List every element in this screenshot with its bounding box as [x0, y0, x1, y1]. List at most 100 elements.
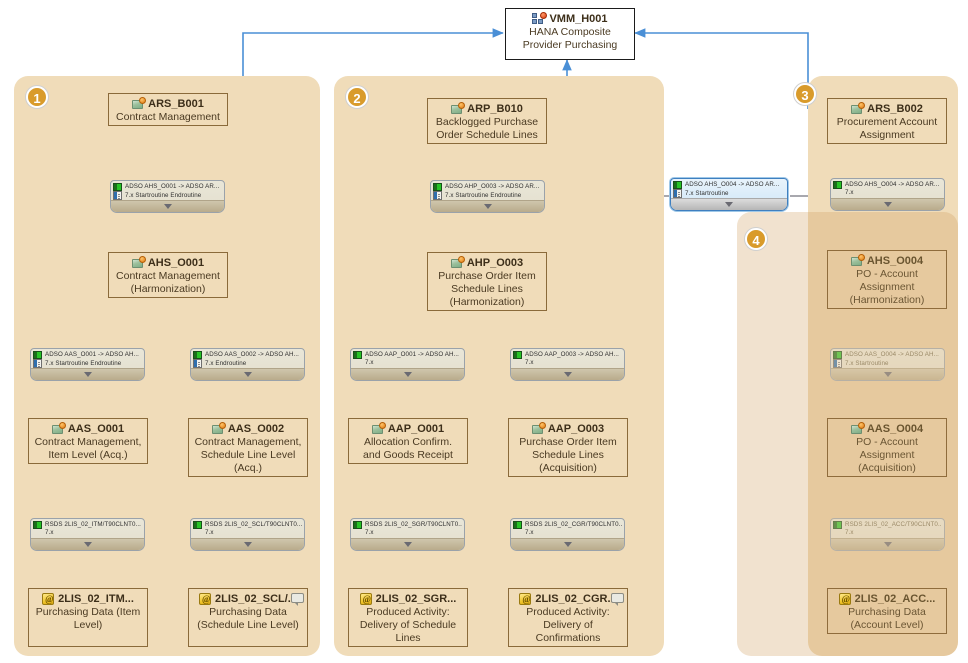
expand-handle[interactable]	[351, 368, 464, 380]
node-aas-o004[interactable]: AAS_O004 PO - Account Assignment (Acquis…	[827, 418, 947, 477]
transformation-label: RSDS 2LIS_02_ACC/T90CLNT0...	[845, 521, 942, 528]
comment-bubble-icon	[291, 593, 304, 606]
node-title: @ 2LIS_02_ACC...	[828, 592, 946, 606]
panel-badge-2: 2	[346, 86, 368, 108]
node-desc-line1: Backlogged Purchase	[435, 116, 539, 128]
node-name: AAS_O002	[227, 423, 285, 435]
node-title: @ 2LIS_02_SCL/...	[189, 592, 307, 606]
node-title: @ 2LIS_02_CGR...	[509, 592, 627, 606]
transformation-label: RSDS 2LIS_02_SCL/T90CLNT0...	[205, 521, 302, 528]
transformation-rsds-sgr[interactable]: RSDS 2LIS_02_SGR/T90CLNT0... 7.x	[350, 518, 465, 551]
expand-handle[interactable]	[31, 368, 144, 380]
node-desc-line1: Purchasing Data	[848, 606, 926, 618]
transformation-flag-icon	[193, 521, 202, 529]
node-datasource-cgr[interactable]: @ 2LIS_02_CGR... Produced Activity: Deli…	[508, 588, 628, 647]
transformation-rsds-scl[interactable]: RSDS 2LIS_02_SCL/T90CLNT0... 7.x	[190, 518, 305, 551]
node-aas-o002[interactable]: AAS_O002 Contract Management, Schedule L…	[188, 418, 308, 477]
node-title: AHS_O004	[828, 254, 946, 268]
transformation-routine: 7.x Endroutine	[205, 359, 247, 367]
node-aap-o003[interactable]: AAP_O003 Purchase Order Item Schedule Li…	[508, 418, 628, 477]
adso-cube-icon	[851, 102, 866, 115]
transformation-rsds-itm[interactable]: RSDS 2LIS_02_ITM/T90CLNT0... 7.x	[30, 518, 145, 551]
node-desc-line2: Level)	[73, 619, 103, 631]
transformation-aap001-to-ahp003[interactable]: ADSO AAP_O001 -> ADSO AH... 7.x	[350, 348, 465, 381]
node-title: @ 2LIS_02_SGR...	[349, 592, 467, 606]
node-name: 2LIS_02_SGR...	[375, 593, 457, 605]
transformation-selected-ahs004-to-ars002[interactable]: ADSO AHS_O004 -> ADSO AR... 7.x Startrou…	[670, 178, 788, 211]
transformation-label: ADSO AAP_O003 -> ADSO AH...	[525, 351, 620, 358]
transformation-ahp003-to-arp010[interactable]: ADSO AHP_O003 -> ADSO AR... 7.x Startrou…	[430, 180, 545, 213]
transformation-flag-icon	[513, 521, 522, 529]
node-datasource-scl[interactable]: @ 2LIS_02_SCL/... Purchasing Data (Sched…	[188, 588, 308, 647]
expand-handle[interactable]	[511, 368, 624, 380]
expand-handle[interactable]	[191, 538, 304, 550]
panel-group-4[interactable]: 4	[737, 212, 958, 656]
node-desc-line3: (Acquisition)	[539, 462, 597, 474]
transformation-label: RSDS 2LIS_02_CGR/T90CLNT0...	[525, 521, 622, 528]
node-desc-line1: Contract Management	[116, 270, 220, 282]
expand-handle[interactable]	[831, 538, 944, 550]
transformation-flag-icon	[33, 351, 42, 359]
node-ars-b001[interactable]: ARS_B001 Contract Management	[108, 93, 228, 126]
node-desc-line1: Purchase Order Item	[438, 270, 536, 282]
routine-doc-icon	[433, 191, 442, 200]
transformation-rsds-cgr[interactable]: RSDS 2LIS_02_CGR/T90CLNT0... 7.x	[510, 518, 625, 551]
node-desc-line1: HANA Composite	[529, 26, 611, 38]
expand-handle[interactable]	[831, 198, 944, 210]
datasource-icon: @	[838, 593, 852, 605]
expand-handle[interactable]	[671, 198, 787, 210]
node-desc-line1: Allocation Confirm.	[363, 436, 453, 448]
node-datasource-sgr[interactable]: @ 2LIS_02_SGR... Produced Activity: Deli…	[348, 588, 468, 647]
expand-handle[interactable]	[431, 200, 544, 212]
expand-handle[interactable]	[351, 538, 464, 550]
expand-handle[interactable]	[191, 368, 304, 380]
node-desc-line3: (Harmonization)	[449, 296, 525, 308]
node-desc-line2: Schedule Lines	[532, 449, 604, 461]
node-vmm-h001[interactable]: VMM_H001 HANA Composite Provider Purchas…	[505, 8, 635, 60]
node-title: AAS_O001	[29, 422, 147, 436]
node-aas-o001[interactable]: AAS_O001 Contract Management, Item Level…	[28, 418, 148, 464]
transformation-routine: 7.x Startroutine Endroutine	[445, 191, 522, 199]
node-name: AHP_O003	[466, 257, 524, 269]
node-ars-b002[interactable]: ARS_B002 Procurement Account Assignment	[827, 98, 947, 144]
node-ahs-o004[interactable]: AHS_O004 PO - Account Assignment (Harmon…	[827, 250, 947, 309]
node-title: VMM_H001	[506, 12, 634, 26]
comment-bubble-icon	[611, 593, 624, 606]
adso-cube-icon	[211, 422, 226, 435]
node-datasource-acc[interactable]: @ 2LIS_02_ACC... Purchasing Data (Accoun…	[827, 588, 947, 634]
transformation-routine: 7.x	[525, 359, 534, 366]
node-desc-line3: (Acquisition)	[858, 462, 916, 474]
node-name: 2LIS_02_CGR...	[535, 593, 617, 605]
transformation-aas004-to-ahs004[interactable]: ADSO AAS_O004 -> ADSO AH... 7.x Startrou…	[830, 348, 945, 381]
node-ahs-o001[interactable]: AHS_O001 Contract Management (Harmonizat…	[108, 252, 228, 298]
transformation-label: ADSO AHS_O004 -> ADSO AR...	[845, 181, 940, 188]
node-arp-b010[interactable]: ARP_B010 Backlogged Purchase Order Sched…	[427, 98, 547, 144]
expand-handle[interactable]	[831, 368, 944, 380]
node-aap-o001[interactable]: AAP_O001 Allocation Confirm. and Goods R…	[348, 418, 468, 464]
node-ahp-o003[interactable]: AHP_O003 Purchase Order Item Schedule Li…	[427, 252, 547, 311]
node-name: AAP_O001	[387, 423, 445, 435]
composite-provider-icon	[532, 12, 548, 25]
transformation-aas001-to-ahs001[interactable]: ADSO AAS_O001 -> ADSO AH... 7.x Startrou…	[30, 348, 145, 381]
node-desc-line2: Delivery of Schedule	[359, 619, 457, 631]
node-title: AAS_O004	[828, 422, 946, 436]
transformation-flag-icon	[833, 181, 842, 189]
expand-handle[interactable]	[31, 538, 144, 550]
transformation-aas002-to-ahs001[interactable]: ADSO AAS_O002 -> ADSO AH... 7.x Endrouti…	[190, 348, 305, 381]
routine-doc-icon	[193, 359, 202, 368]
node-title: AAP_O001	[349, 422, 467, 436]
node-title: ARS_B001	[109, 97, 227, 111]
node-name: 2LIS_02_ITM...	[58, 593, 134, 605]
transformation-ahs004-to-ars002[interactable]: ADSO AHS_O004 -> ADSO AR... 7.x	[830, 178, 945, 211]
transformation-routine: 7.x	[845, 189, 854, 196]
transformation-rsds-acc[interactable]: RSDS 2LIS_02_ACC/T90CLNT0... 7.x	[830, 518, 945, 551]
node-desc-line2: Assignment	[859, 129, 915, 141]
transformation-aap003-to-ahp003[interactable]: ADSO AAP_O003 -> ADSO AH... 7.x	[510, 348, 625, 381]
transformation-ahs001-to-ars001[interactable]: ADSO AHS_O001 -> ADSO AR... 7.x Startrou…	[110, 180, 225, 213]
expand-handle[interactable]	[111, 200, 224, 212]
expand-handle[interactable]	[511, 538, 624, 550]
transformation-label: RSDS 2LIS_02_ITM/T90CLNT0...	[45, 521, 141, 528]
node-datasource-itm[interactable]: @ 2LIS_02_ITM... Purchasing Data (Item L…	[28, 588, 148, 647]
adso-cube-icon	[531, 422, 546, 435]
